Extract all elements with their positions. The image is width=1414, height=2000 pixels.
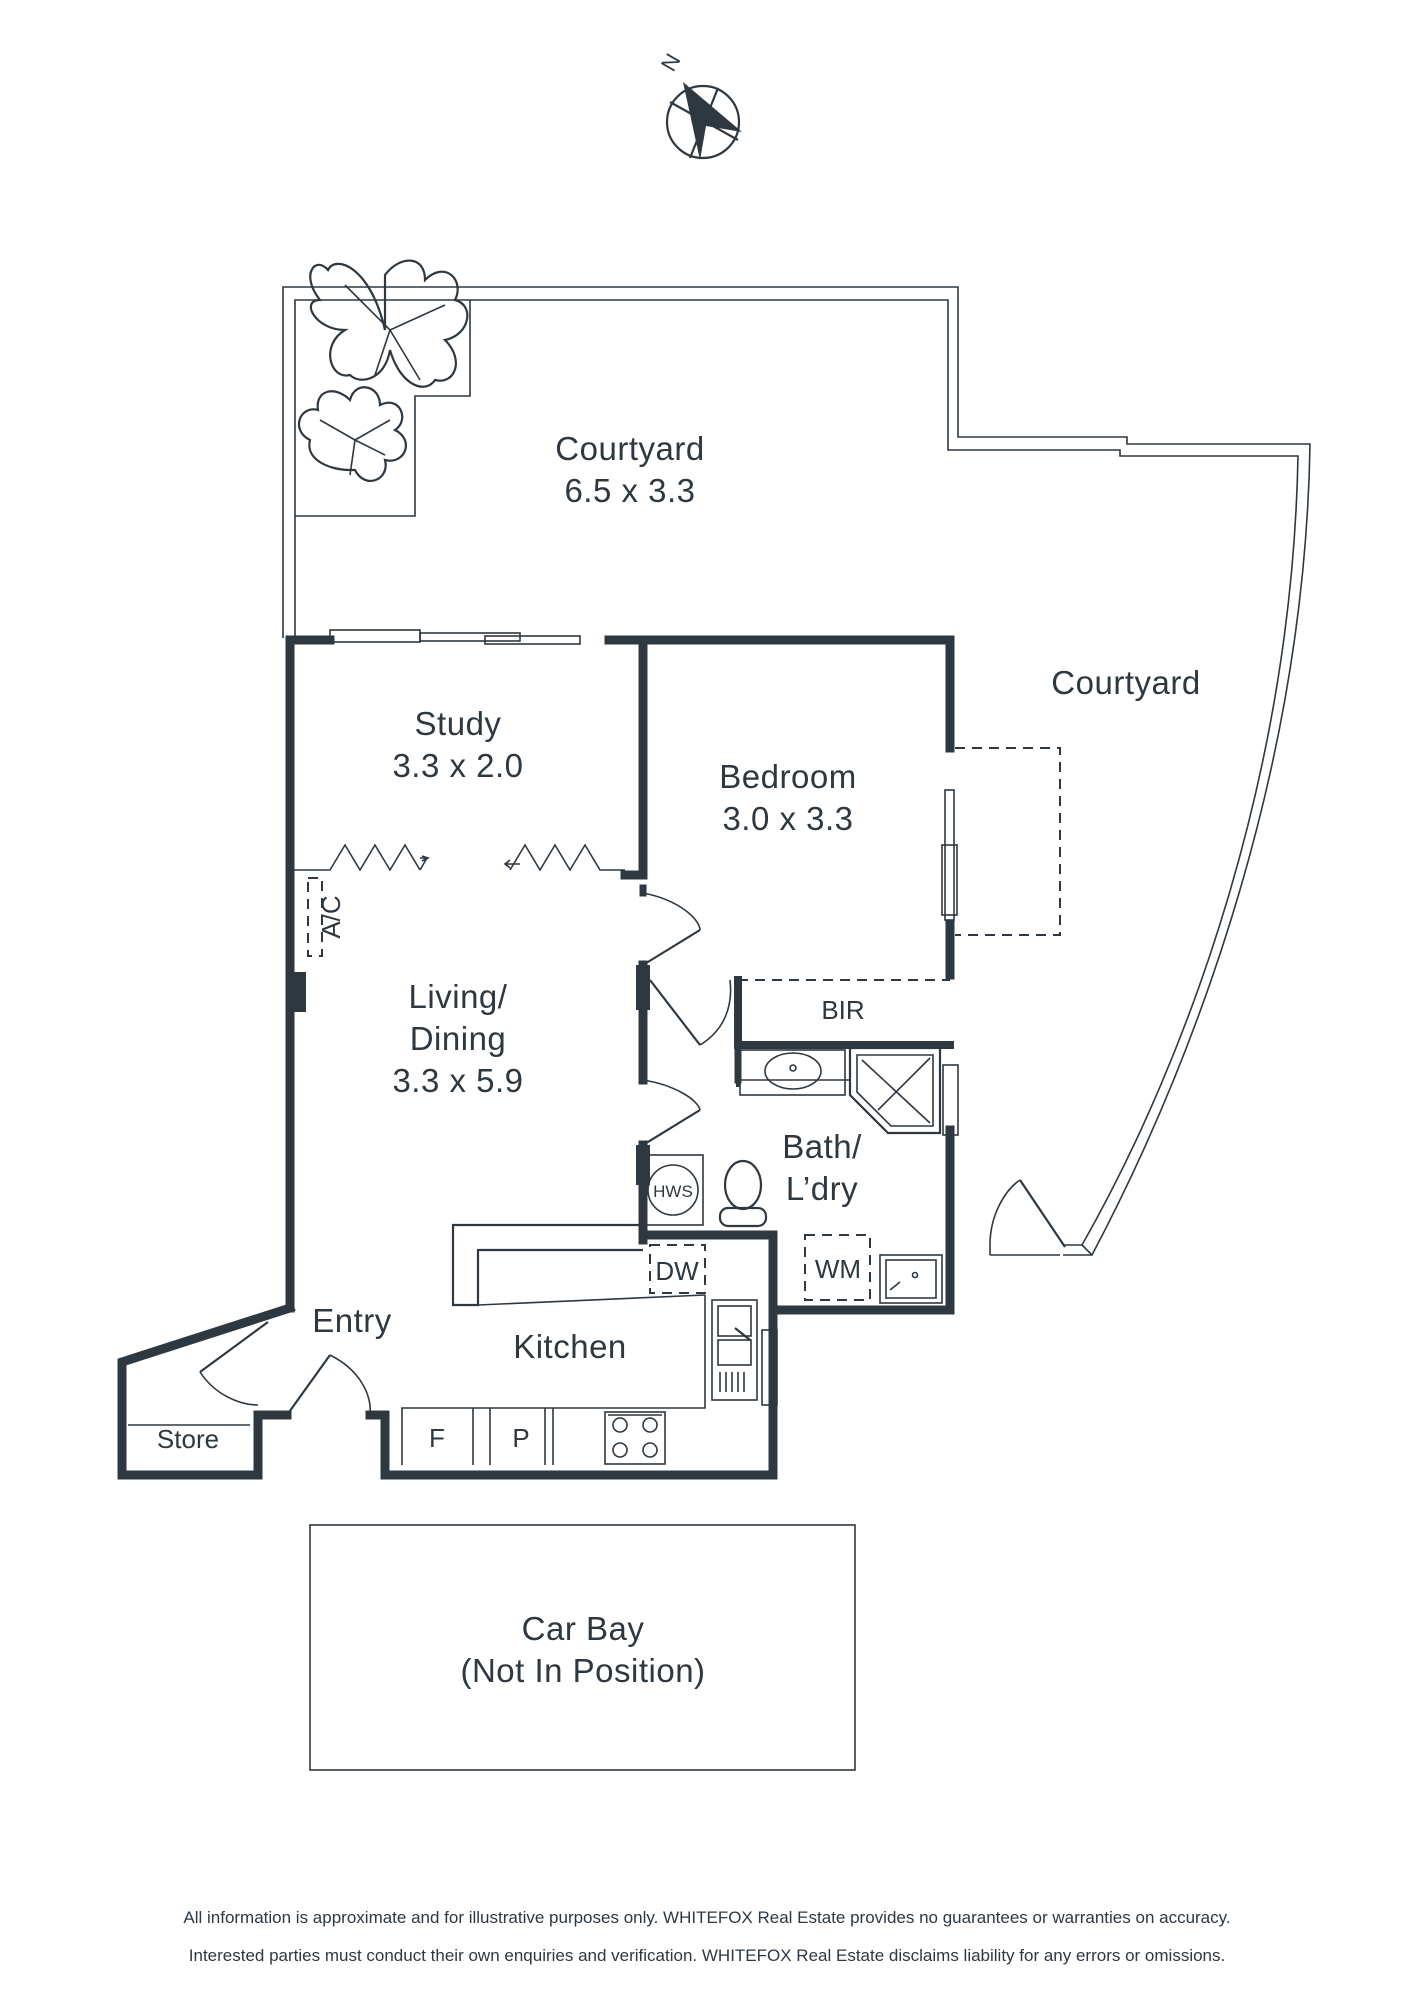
courtyard-boundary [282,286,1311,1256]
basin-icon [739,1049,846,1096]
compass-north-label: N [656,49,686,75]
bedroom-door [642,892,732,1046]
disclaimer-line-1: All information is approximate and for i… [183,1908,1231,1927]
kitchen-window [761,1329,778,1406]
washing-machine [804,1234,871,1301]
plant-icon [309,259,469,388]
store-label: Store [157,1424,219,1454]
pantry-label: P [512,1423,529,1453]
kitchen-bench [401,1223,706,1465]
ac-unit [307,877,323,957]
toilet-icon [718,1159,768,1228]
wm-label: WM [815,1254,861,1284]
hws-label: HWS [653,1182,693,1201]
living-size: 3.3 x 5.9 [392,1062,523,1099]
kitchen-label: Kitchen [513,1328,627,1365]
car-bay-outline [309,1524,856,1771]
sink-icon [711,1299,758,1401]
plant-icon [298,386,407,482]
planter [295,259,471,517]
living-label-line2: Dining [410,1020,507,1057]
shower-icon [848,1046,942,1135]
bir-label: BIR [821,995,864,1025]
entry-label: Entry [312,1302,392,1339]
fridge-label: F [429,1423,445,1453]
bath-door [642,1079,701,1146]
study-label: Study [415,705,502,742]
ac-label: A/C [316,895,346,938]
bath-window [942,1064,959,1136]
car-bay-label-line1: Car Bay [522,1610,645,1647]
laundry-trough-icon [879,1254,943,1304]
courtyard-main-label: Courtyard [555,430,704,467]
bir-walls [734,976,954,1087]
bedroom-label: Bedroom [719,758,856,795]
bedroom-size: 3.0 x 3.3 [722,800,853,837]
entry-door [199,1321,371,1416]
north-compass-icon: N [656,49,742,160]
disclaimer-line-2: Interested parties must conduct their ow… [188,1946,1226,1965]
courtyard-main-size: 6.5 x 3.3 [564,472,695,509]
courtyard-side-label: Courtyard [1051,664,1200,701]
bath-label-line2: L’dry [786,1170,858,1207]
exterior-walls [117,635,955,1480]
bath-label-line1: Bath/ [782,1128,862,1165]
hws-icon [642,1154,704,1226]
bedroom-window [941,747,1061,936]
car-bay-label-line2: (Not In Position) [460,1652,705,1689]
living-label-line1: Living/ [409,978,508,1015]
study-size: 3.3 x 2.0 [392,747,523,784]
cooktop-icon [604,1411,666,1465]
sliding-door [329,629,581,645]
courtyard-door [989,1179,1066,1256]
bifold-partition-left [290,843,431,872]
dw-label: DW [655,1256,699,1286]
bifold-partition-right [503,843,625,872]
